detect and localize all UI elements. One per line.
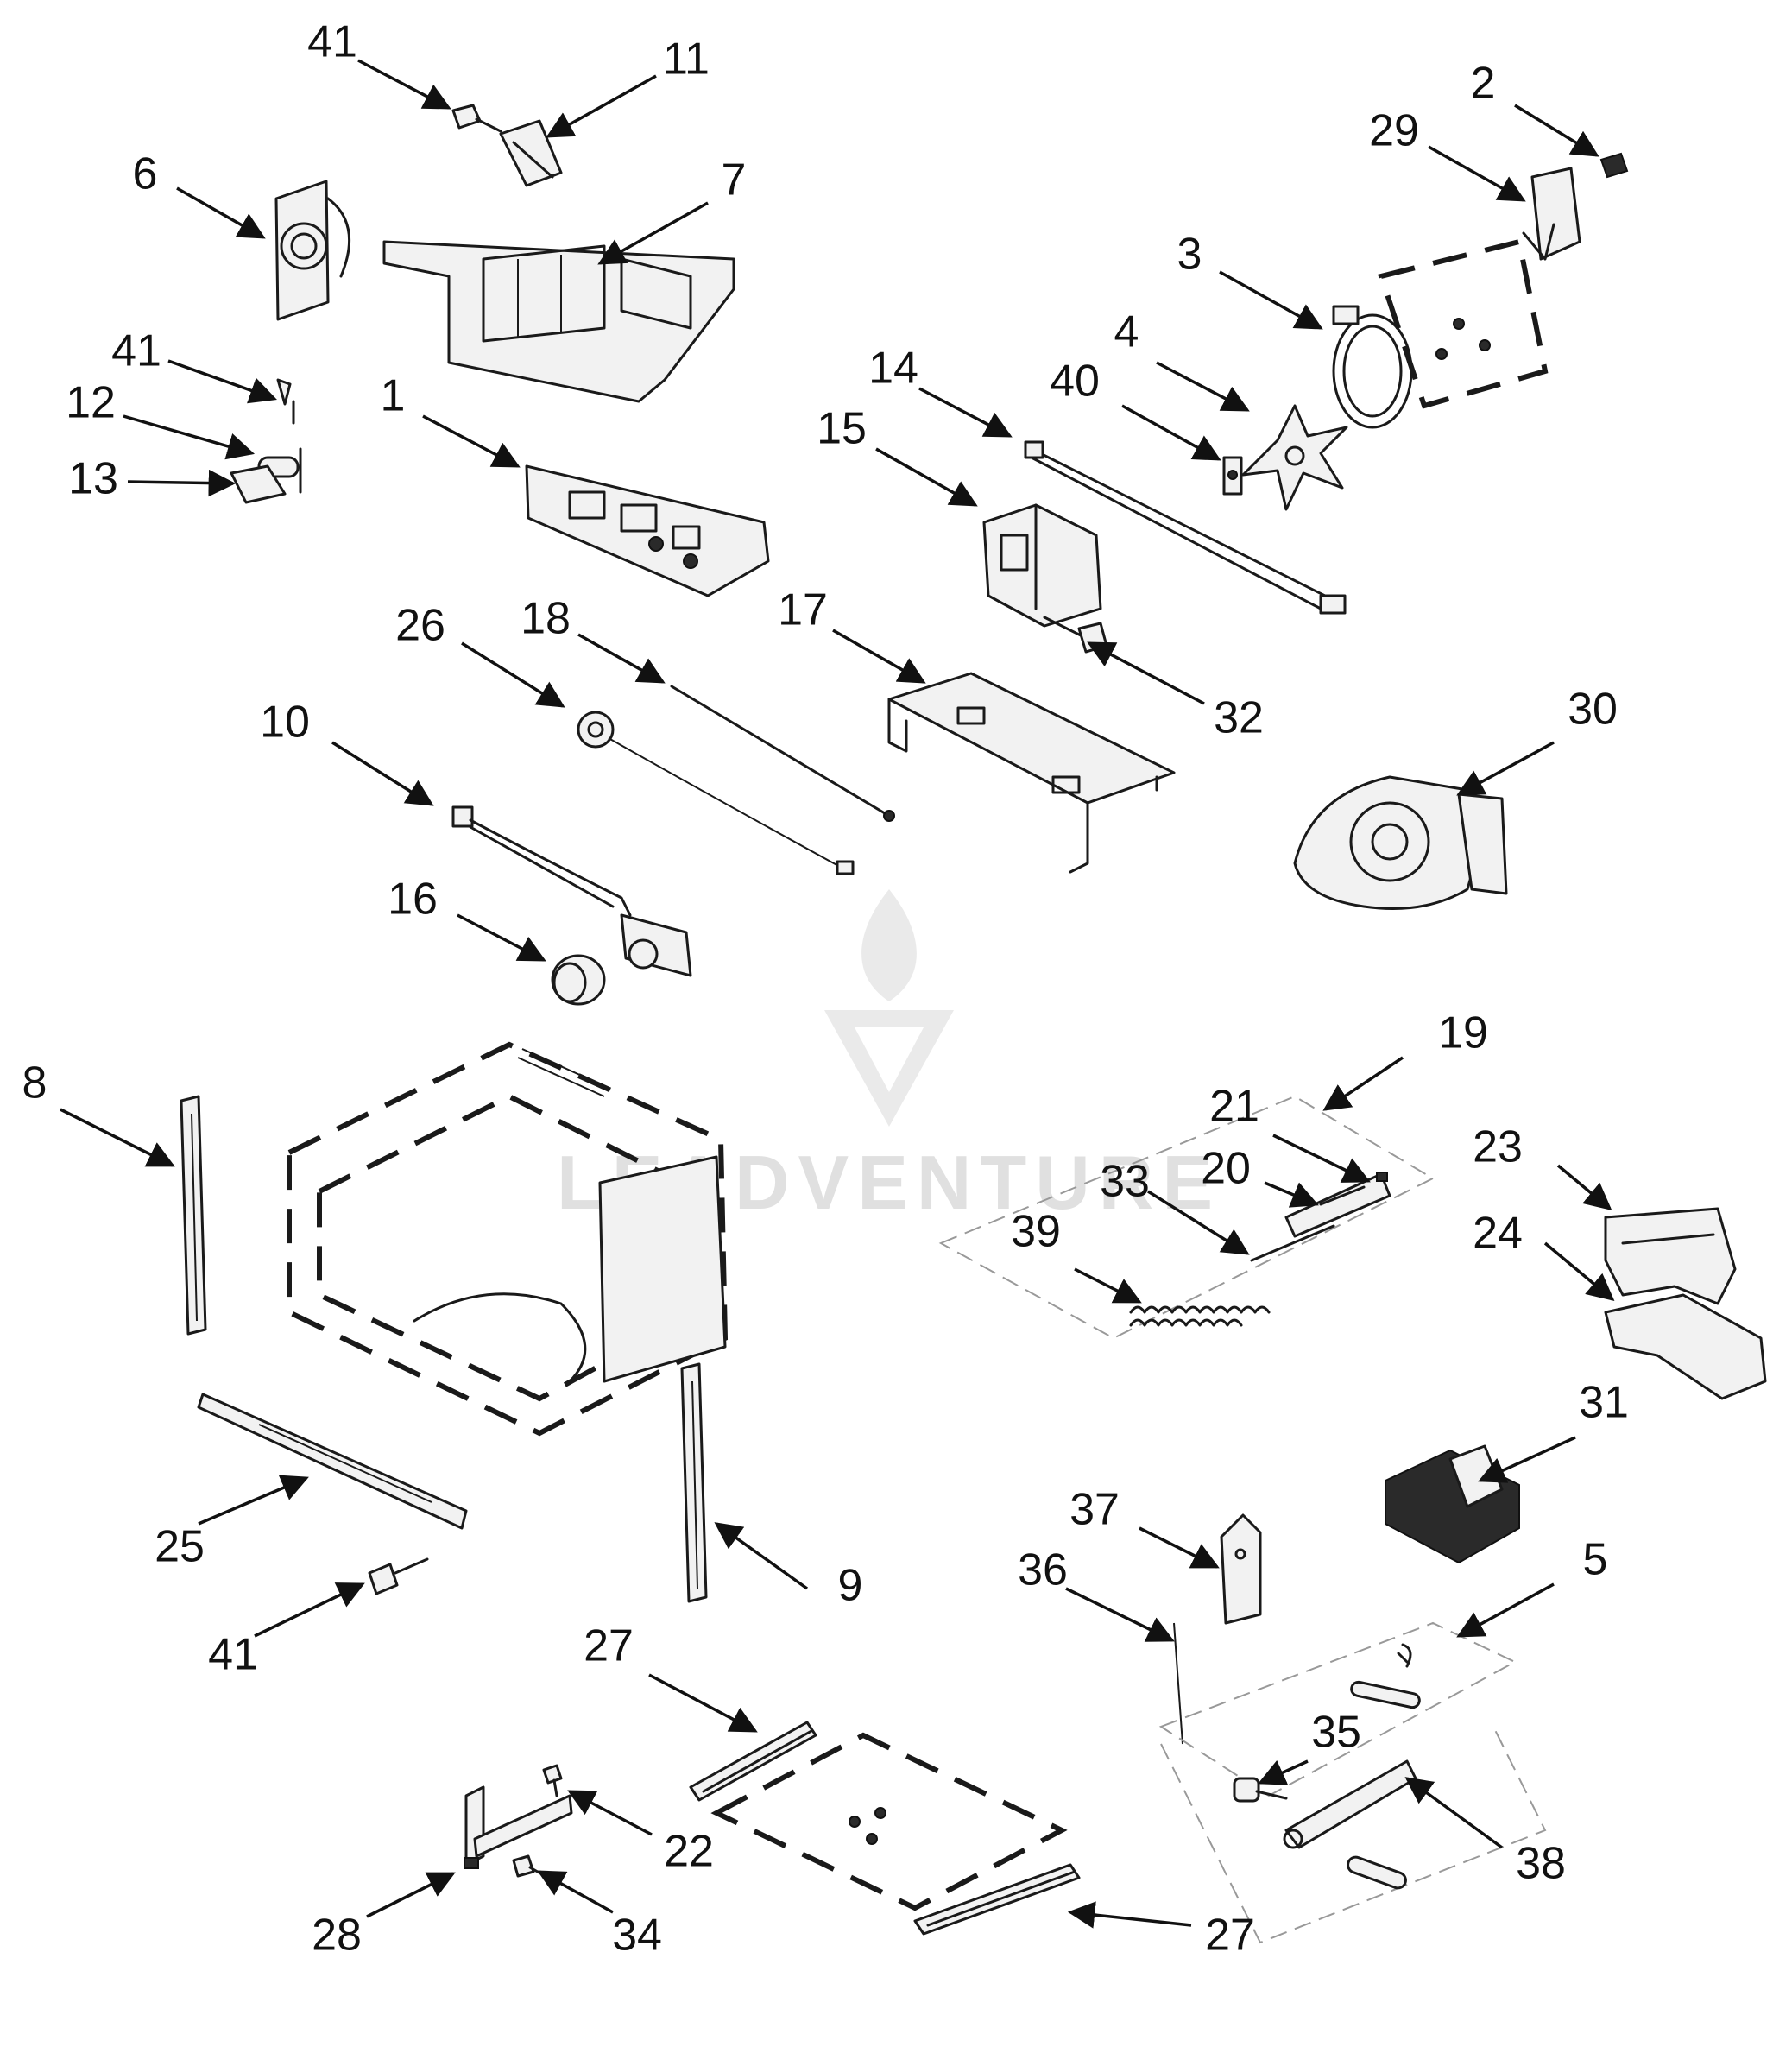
hinge-bracket-icon [1220, 1513, 1262, 1625]
control-housing-icon [382, 240, 735, 403]
fan-blade-icon [1241, 404, 1348, 511]
shaft-icon [1347, 1855, 1407, 1890]
callout-36: 36 [1018, 1545, 1068, 1595]
callout-37: 37 [1069, 1485, 1120, 1535]
callout-38: 38 [1516, 1839, 1566, 1889]
callout-5: 5 [1583, 1535, 1608, 1585]
vent-duct-icon [1604, 1293, 1767, 1400]
callout-35: 35 [1311, 1708, 1361, 1758]
callout-23: 23 [1473, 1122, 1523, 1172]
oven-cavity-icon [287, 1041, 729, 1437]
belt-icon [1283, 1759, 1417, 1849]
callout-12: 12 [66, 378, 116, 428]
switch-bracket-icon [1284, 1172, 1391, 1238]
side-rail-right-icon [680, 1362, 708, 1603]
callout-31: 31 [1579, 1378, 1629, 1428]
callout-29: 29 [1369, 106, 1419, 156]
callout-25: 25 [155, 1522, 205, 1572]
callout-4: 4 [1114, 307, 1139, 357]
bolt-icon [1233, 1777, 1288, 1803]
screw-icon [542, 1764, 563, 1797]
callout-26: 26 [395, 601, 445, 651]
wire-harness-icon [1024, 440, 1347, 615]
callout-27: 27 [1205, 1911, 1255, 1961]
kit-outline [938, 1095, 1435, 1340]
callout-15: 15 [817, 404, 867, 454]
callout-10: 10 [260, 698, 310, 748]
callout-16: 16 [388, 875, 438, 925]
slide-rail-icon [913, 1863, 1081, 1936]
callout-7: 7 [722, 155, 747, 205]
leader-lines [60, 59, 1615, 1929]
callout-21: 21 [1209, 1082, 1259, 1132]
callout-27: 27 [584, 1621, 634, 1671]
slide-rail-icon [689, 1721, 817, 1802]
sensor-icon [499, 119, 563, 187]
callout-34: 34 [612, 1911, 662, 1961]
callout-41: 41 [111, 326, 161, 376]
blower-icon [1293, 775, 1508, 910]
wire-rod-icon [1173, 1622, 1183, 1745]
callout-40: 40 [1050, 357, 1100, 407]
callout-14: 14 [868, 344, 918, 394]
callout-11: 11 [663, 35, 710, 85]
screw-small-icon [1599, 152, 1629, 179]
callout-3: 3 [1177, 230, 1202, 280]
relay-icon [982, 503, 1102, 628]
callout-41: 41 [208, 1630, 258, 1680]
switch-harness-icon [451, 805, 692, 977]
callout-22: 22 [664, 1827, 714, 1877]
pin-icon [1350, 1643, 1421, 1709]
rack-outline [710, 1732, 1068, 1911]
fuse-icon [230, 378, 302, 504]
fan-motor-icon [1522, 167, 1581, 261]
bracket-icon [887, 672, 1176, 874]
callout-28: 28 [312, 1911, 362, 1961]
callout-1: 1 [381, 371, 406, 421]
callout-17: 17 [778, 585, 828, 635]
callout-6: 6 [133, 149, 158, 199]
kit-outline [1158, 1621, 1547, 1944]
callout-9: 9 [838, 1561, 863, 1611]
callout-41: 41 [307, 17, 357, 67]
callout-19: 19 [1438, 1008, 1488, 1058]
knob-icon [551, 954, 606, 1006]
callout-33: 33 [1100, 1157, 1150, 1207]
screw-icon [451, 104, 502, 133]
clip-icon [1222, 456, 1243, 496]
transformer-icon [1385, 1444, 1520, 1564]
temperature-sensor-icon [577, 711, 855, 875]
callout-2: 2 [1471, 59, 1496, 109]
rod-icon [1250, 1224, 1335, 1262]
callout-32: 32 [1214, 693, 1264, 743]
front-rail-icon [197, 1393, 468, 1530]
callout-39: 39 [1011, 1207, 1061, 1257]
callout-8: 8 [22, 1058, 47, 1109]
vent-cover-icon [1604, 1207, 1737, 1305]
fan-housing-icon [1332, 238, 1549, 429]
probe-icon [670, 685, 895, 822]
screw-icon [368, 1557, 429, 1595]
control-board-icon [525, 464, 770, 597]
hinge-icon [464, 1785, 573, 1869]
callout-30: 30 [1568, 685, 1618, 735]
callout-labels: 41 11 6 7 41 12 13 1 2 29 3 4 40 14 15 3… [22, 17, 1629, 1961]
callout-13: 13 [68, 454, 118, 504]
side-rail-left-icon [180, 1095, 207, 1336]
callout-24: 24 [1473, 1209, 1523, 1259]
callout-18: 18 [521, 594, 571, 644]
callout-20: 20 [1201, 1144, 1251, 1194]
relay-board-icon [274, 180, 351, 321]
spring-icon [1129, 1305, 1271, 1327]
